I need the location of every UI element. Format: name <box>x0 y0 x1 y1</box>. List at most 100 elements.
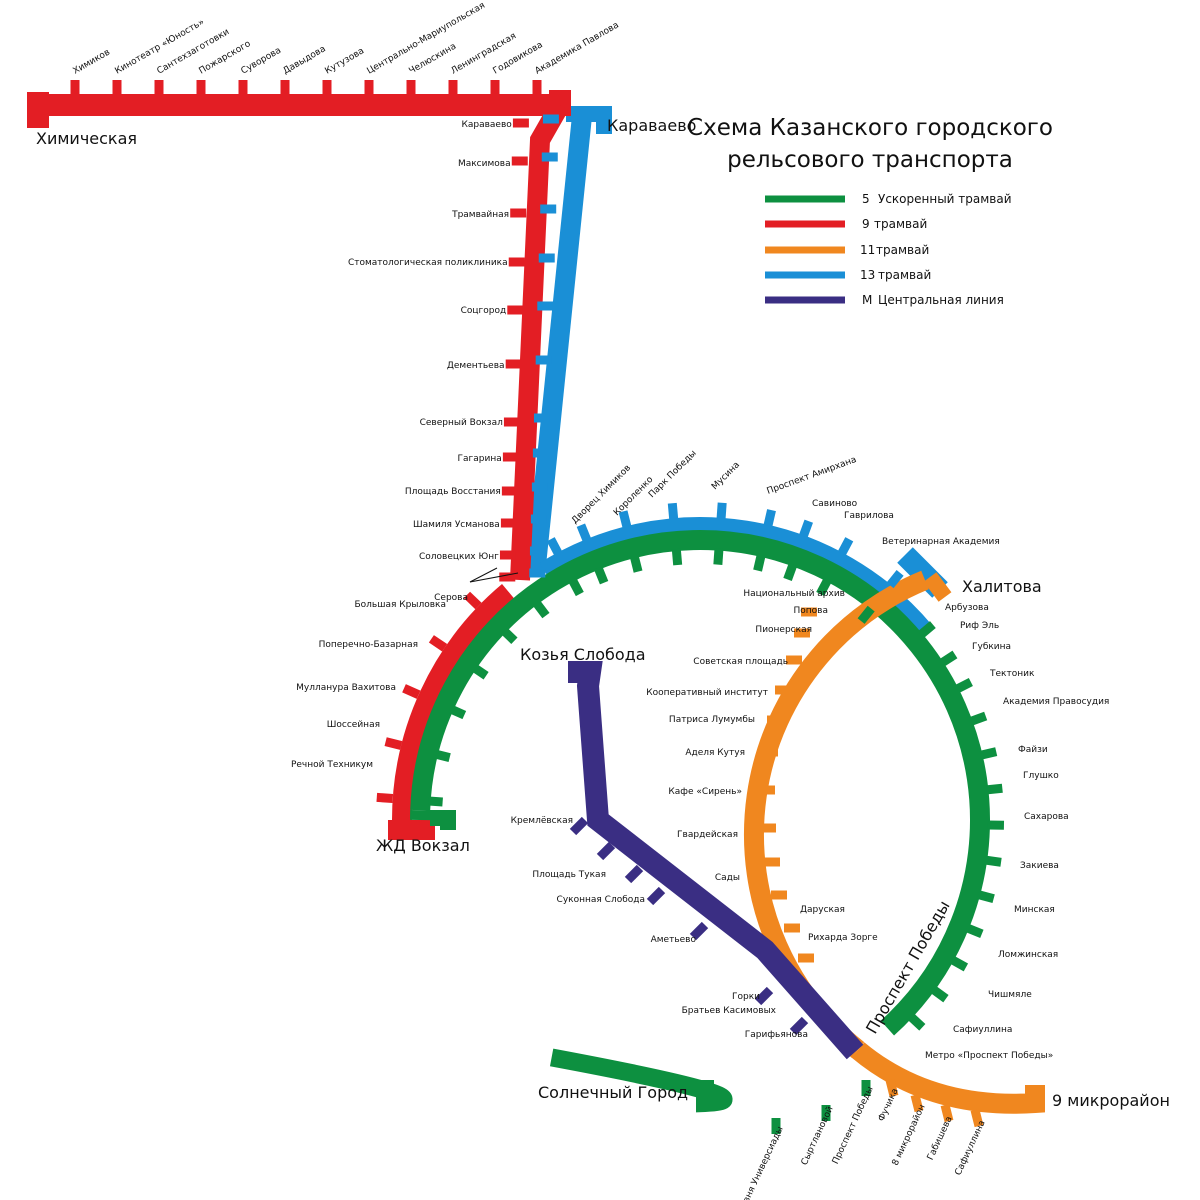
terminal-khimicheskaya: Химическая <box>36 129 137 148</box>
station-label-red: Шамиля Усманова <box>413 520 500 530</box>
station-tick <box>754 986 774 1006</box>
station-label-metro: Аметьево <box>651 935 697 945</box>
station-tick <box>979 747 998 760</box>
station-label-orange: Кафе «Сирень» <box>668 787 742 797</box>
station-label-red: Соцгород <box>461 306 507 316</box>
station-tick <box>977 890 995 904</box>
station-label-green: Губкина <box>972 642 1011 652</box>
station-tick <box>837 537 854 556</box>
station-label-green: Риф Эль <box>960 621 999 631</box>
station-tick <box>985 783 1003 795</box>
station-label-orange: Рихарда Зорге <box>808 933 878 943</box>
station-label-blue: Савиново <box>812 499 858 509</box>
station-tick <box>402 684 421 699</box>
station-label-red: Трамвайная <box>451 210 509 220</box>
station-tick <box>501 627 518 645</box>
station-tick <box>463 591 482 610</box>
station-label-orange: Пионерская <box>755 625 812 635</box>
station-tick <box>816 577 832 597</box>
station-tick <box>376 792 394 804</box>
legend-label: трамвай <box>874 217 927 231</box>
station-label-metro: Кремлёвская <box>511 816 573 826</box>
station-label-orange: Советская площадь <box>693 657 788 667</box>
legend-item-m: М Центральная линия <box>765 293 1004 307</box>
line-5-arc <box>410 530 990 1036</box>
station-label-serova: Серова <box>434 593 468 603</box>
legend-label: трамвай <box>876 243 929 257</box>
station-label-blue: Проспект Амирхана <box>766 455 858 497</box>
station-label-blue: Мусина <box>710 460 742 492</box>
terminal-kozya-sloboda: Козья Слобода <box>520 645 646 664</box>
station-tick <box>667 502 679 520</box>
station-tick <box>618 510 632 529</box>
station-label-red-arc: Шоссейная <box>327 720 380 730</box>
serova-pointer <box>469 572 519 583</box>
station-label-bottom-orange: 8 микрорайон <box>891 1103 928 1167</box>
legend-label: Ускоренный трамвай <box>878 192 1012 206</box>
legend-number: 9 <box>862 217 870 231</box>
station-label-red-top: Давыдова <box>282 44 328 76</box>
legend-number: 11 <box>860 243 875 257</box>
tram-lines <box>27 80 1045 1134</box>
station-label-blue: Парк Победы <box>647 449 699 501</box>
terminal-khalitova: Халитова <box>962 577 1042 596</box>
station-tick <box>763 509 776 527</box>
legend-item-13: 13 трамвай <box>765 268 931 282</box>
station-label-orange: Кооперативный институт <box>646 688 768 698</box>
station-tick <box>885 1078 899 1098</box>
line-5-vokzal-end <box>430 810 456 830</box>
line-9-arc <box>392 584 515 821</box>
station-tick <box>428 796 443 807</box>
line-13-arc <box>539 517 933 637</box>
line-13-vertical <box>525 114 592 577</box>
station-label-bottom-orange: Габишева <box>926 1115 955 1162</box>
station-label-green: Файзи <box>1018 745 1048 755</box>
station-tick <box>569 816 589 836</box>
legend-item-11: 11 трамвай <box>765 243 929 257</box>
terminal-solnechny-gorod: Солнечный Город <box>538 1083 688 1102</box>
station-tick <box>384 737 403 750</box>
station-label-blue: Ветеринарная Академия <box>882 537 1000 547</box>
station-label-metro: Площадь Тукая <box>532 870 606 880</box>
station-tick <box>753 553 766 572</box>
station-label-bottom-orange: Фучика <box>877 1087 901 1123</box>
station-tick <box>568 577 584 597</box>
station-label-red: Стоматологическая поликлиника <box>348 258 508 268</box>
station-tick <box>949 955 969 972</box>
station-label-red: Максимова <box>458 159 511 169</box>
station-label-bottom-orange: Сафиуллина <box>954 1119 988 1177</box>
station-tick <box>970 1108 984 1128</box>
station-tick <box>789 1016 809 1036</box>
station-tick <box>954 677 973 694</box>
station-tick <box>917 621 936 639</box>
station-tick <box>939 650 958 667</box>
station-label-red-arc: Мулланура Вахитова <box>296 683 396 693</box>
terminal-9-microraion: 9 микрорайон <box>1052 1091 1170 1110</box>
legend-item-5: 5 Ускоренный трамвай <box>765 192 1012 206</box>
station-tick <box>783 562 798 581</box>
station-tick <box>930 985 949 1003</box>
station-label-red: Площадь Восстания <box>405 487 501 497</box>
station-tick <box>434 749 451 762</box>
station-tick <box>969 711 988 726</box>
station-tick <box>546 537 563 556</box>
station-tick <box>907 1013 926 1031</box>
station-label-orange: Даруская <box>800 905 845 915</box>
station-tick <box>716 502 727 520</box>
legend-label: трамвай <box>878 268 931 282</box>
station-tick <box>799 519 813 538</box>
map-title-line2: рельсового транспорта <box>727 147 1013 173</box>
station-label-bottom-green: Проспект Победы <box>831 1085 876 1166</box>
station-label-green: Глушко <box>1023 771 1059 781</box>
station-label-green: Сахарова <box>1024 812 1069 822</box>
station-label-orange: Национальный архив <box>743 589 845 599</box>
station-label-green: Ломжинская <box>998 950 1058 960</box>
station-label-bottom-green: Сыртлановой <box>800 1105 836 1167</box>
station-tick <box>910 1093 924 1113</box>
station-tick <box>671 548 683 566</box>
terminal-zhd-vokzal: ЖД Вокзал <box>376 836 470 855</box>
station-tick <box>689 921 709 941</box>
station-label-red: Караваево <box>461 120 512 130</box>
